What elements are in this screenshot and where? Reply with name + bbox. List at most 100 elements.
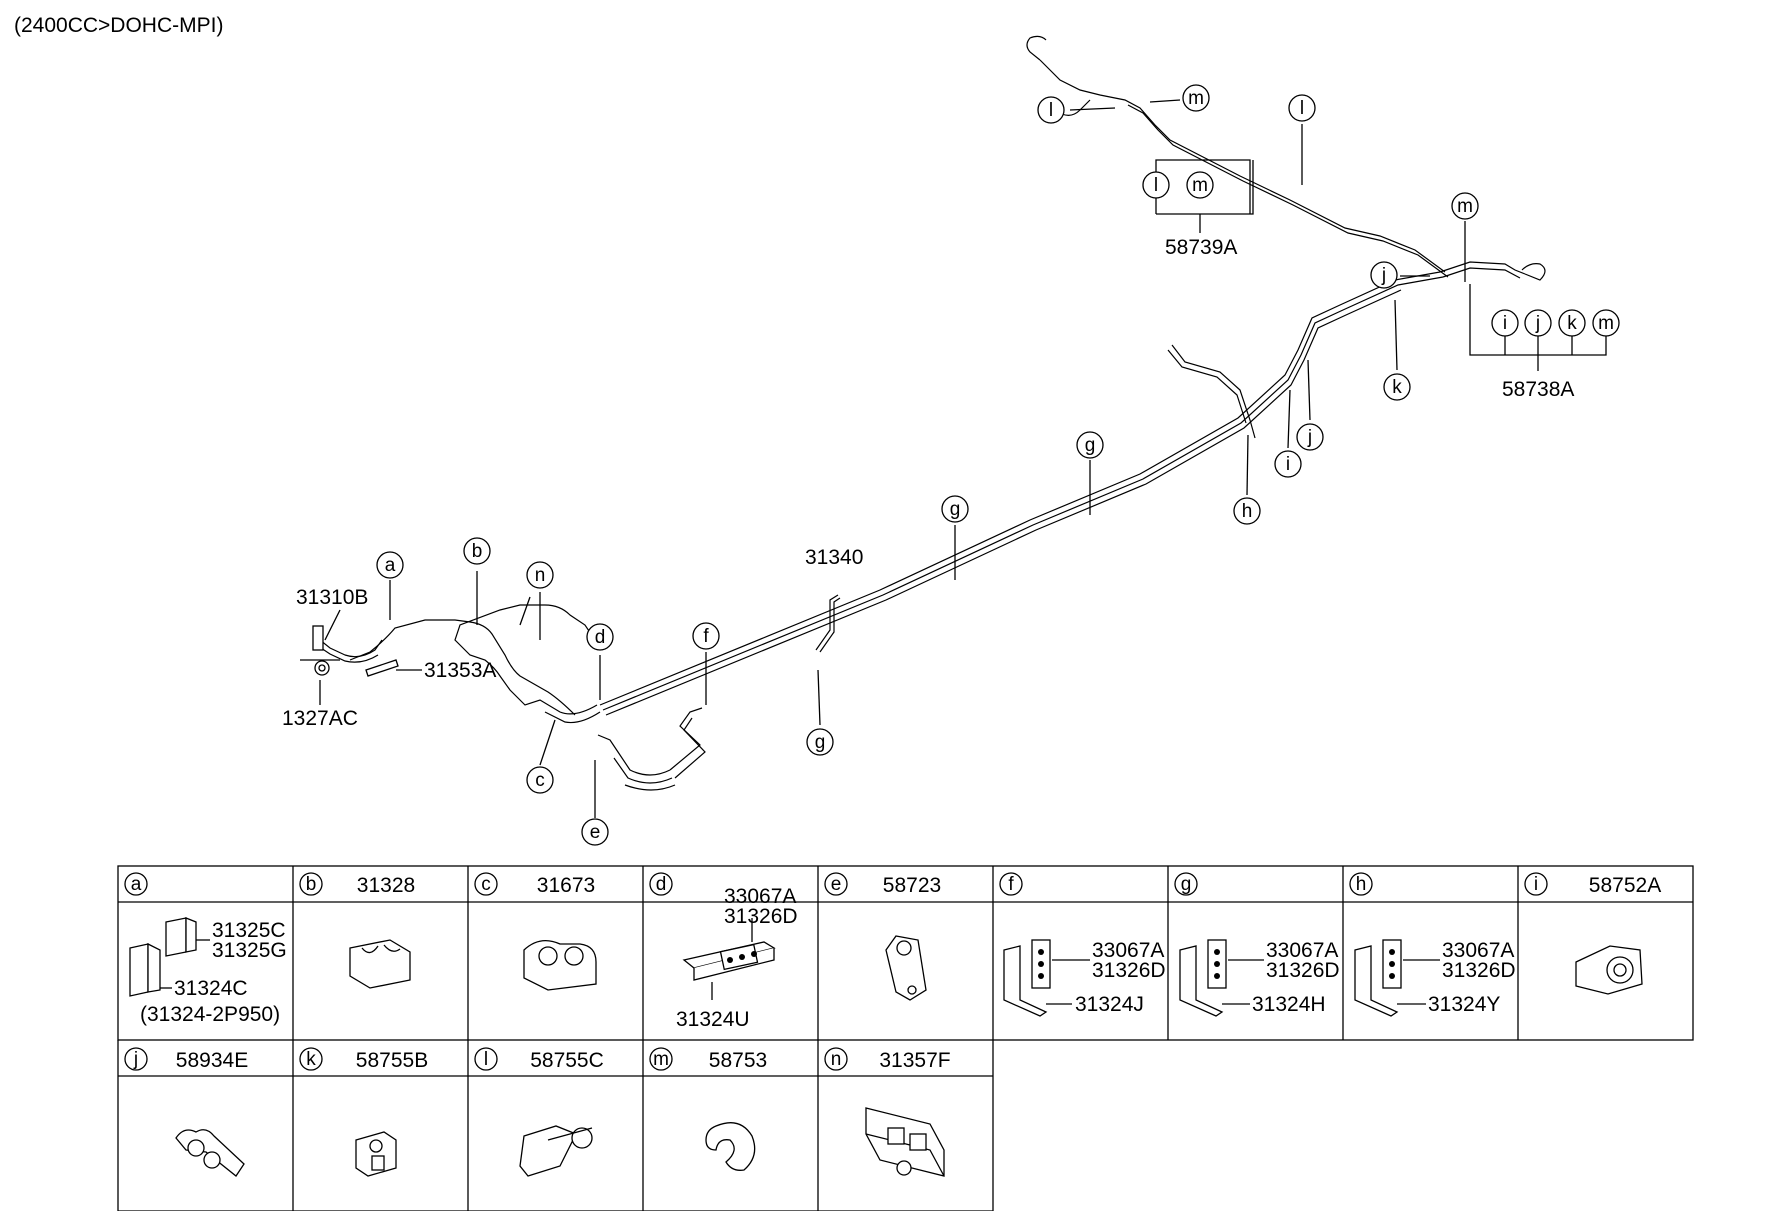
svg-text:31325G: 31325G [212,939,287,962]
svg-text:f: f [1008,874,1014,895]
part-l-number: 58755C [530,1049,604,1072]
svg-text:33067A: 33067A [724,885,796,908]
top-bracket [1061,99,1091,116]
svg-text:b: b [472,541,483,562]
svg-text:31326D: 31326D [1442,959,1516,982]
svg-text:d: d [595,627,606,648]
svg-text:c: c [481,874,491,895]
svg-text:i: i [1534,874,1538,895]
label-31310B: 31310B [296,586,368,609]
part-k-number: 58755B [356,1049,428,1072]
svg-text:k: k [306,1049,316,1070]
table-header-row2: j k l m n 58934E 58755B 58755C 58753 313… [124,1047,951,1072]
vent-tube-31340 [815,594,839,651]
label-1327AC: 1327AC [282,707,358,730]
fuel-line-front-d [613,757,673,784]
fuel-line-assembly [317,35,1546,791]
label-58739A: 58739A [1165,236,1237,259]
cell-h-bracket: 33067A 31326D 31324Y [1354,939,1516,1017]
svg-text:j: j [1535,313,1540,334]
cell-f-bracket: 33067A 31326D 31324J [1003,939,1166,1017]
part-n-number: 31357F [879,1049,950,1072]
label-31340: 31340 [805,546,863,569]
callouts: a b n d f c e g g g h i j k j m l m l l … [319,84,1620,846]
cell-c-clip [523,939,597,991]
fuel-line-main-2 [599,271,1441,706]
part-31310B-fitting [300,625,399,677]
fuel-line-filler [1171,344,1256,439]
svg-text:31324H: 31324H [1252,993,1326,1016]
svg-text:33067A: 33067A [1442,939,1514,962]
svg-text:i: i [1503,313,1507,334]
svg-text:n: n [535,565,546,586]
svg-text:m: m [1188,88,1204,109]
cell-d-bracket: 33067A 31326D 31324U [676,885,798,1031]
cell-k-clip [355,1131,397,1177]
svg-text:31326D: 31326D [724,905,798,928]
svg-text:(31324-2P950): (31324-2P950) [140,1003,280,1026]
svg-text:m: m [1192,175,1208,196]
cell-e-bracket [885,935,927,1001]
svg-text:31326D: 31326D [1092,959,1166,982]
diagram-part-labels: 31310B 31353A 1327AC 31340 58739A 58738A [282,236,1574,730]
svg-text:31324U: 31324U [676,1008,750,1031]
fuel-line-front-f [669,707,703,771]
svg-text:m: m [1598,313,1614,334]
fuel-line-main-3 [602,276,1444,711]
svg-text:k: k [1567,313,1577,334]
fuel-line-upper [1439,261,1526,275]
part-b-number: 31328 [357,874,415,897]
svg-text:h: h [1356,874,1367,895]
svg-text:h: h [1242,501,1253,522]
svg-text:l: l [1049,100,1053,121]
cell-b-clip [349,939,411,989]
svg-text:m: m [1457,196,1473,217]
svg-text:33067A: 33067A [1092,939,1164,962]
fuel-line-filler-b [1167,349,1247,424]
svg-text:e: e [590,822,601,843]
fuel-line-tank-b [1127,104,1449,278]
fuel-line-front-c [597,734,671,776]
cell-a-parts: 31325C 31325G 31324C (31324-2P950) [129,917,287,1026]
svg-text:f: f [703,626,709,647]
svg-text:i: i [1286,454,1290,475]
svg-text:d: d [656,874,667,895]
svg-text:a: a [385,555,396,576]
svg-text:l: l [484,1049,488,1070]
cell-m-grommet [705,1122,756,1171]
parts-table: a b c d e f g h i 31328 31673 58723 5875… [117,865,1694,1211]
svg-text:g: g [815,732,826,753]
svg-text:31324Y: 31324Y [1428,993,1500,1016]
svg-text:31324C: 31324C [174,977,248,1000]
svg-text:k: k [1392,377,1402,398]
fuel-line-front-g [674,717,706,779]
label-31353A: 31353A [424,659,496,682]
svg-text:a: a [131,874,142,895]
part-i-number: 58752A [1589,874,1661,897]
svg-text:j: j [1381,265,1386,286]
svg-text:e: e [831,874,842,895]
svg-text:g: g [950,499,961,520]
svg-text:31326D: 31326D [1266,959,1340,982]
fuel-line-tank [1039,59,1446,273]
callout-circles [376,84,1620,846]
svg-text:31324J: 31324J [1075,993,1144,1016]
cell-g-bracket: 33067A 31326D 31324H [1179,939,1340,1017]
part-c-number: 31673 [537,874,595,897]
fuel-line-front [454,604,598,715]
cell-j-clip [175,1129,245,1177]
cell-i-clip [1575,945,1643,995]
svg-text:b: b [306,874,317,895]
svg-text:31325C: 31325C [212,919,286,942]
svg-text:g: g [1181,874,1192,895]
svg-text:j: j [1307,427,1312,448]
svg-text:33067A: 33067A [1266,939,1338,962]
svg-text:j: j [133,1049,138,1070]
loop-right [1521,263,1546,281]
svg-text:m: m [653,1049,669,1070]
part-e-number: 58723 [883,874,941,897]
fuel-line-main-4 [605,289,1402,716]
table-header-row1: a b c d e f g h i 31328 31673 58723 5875… [124,872,1661,897]
fuel-line-front-e [624,784,676,791]
